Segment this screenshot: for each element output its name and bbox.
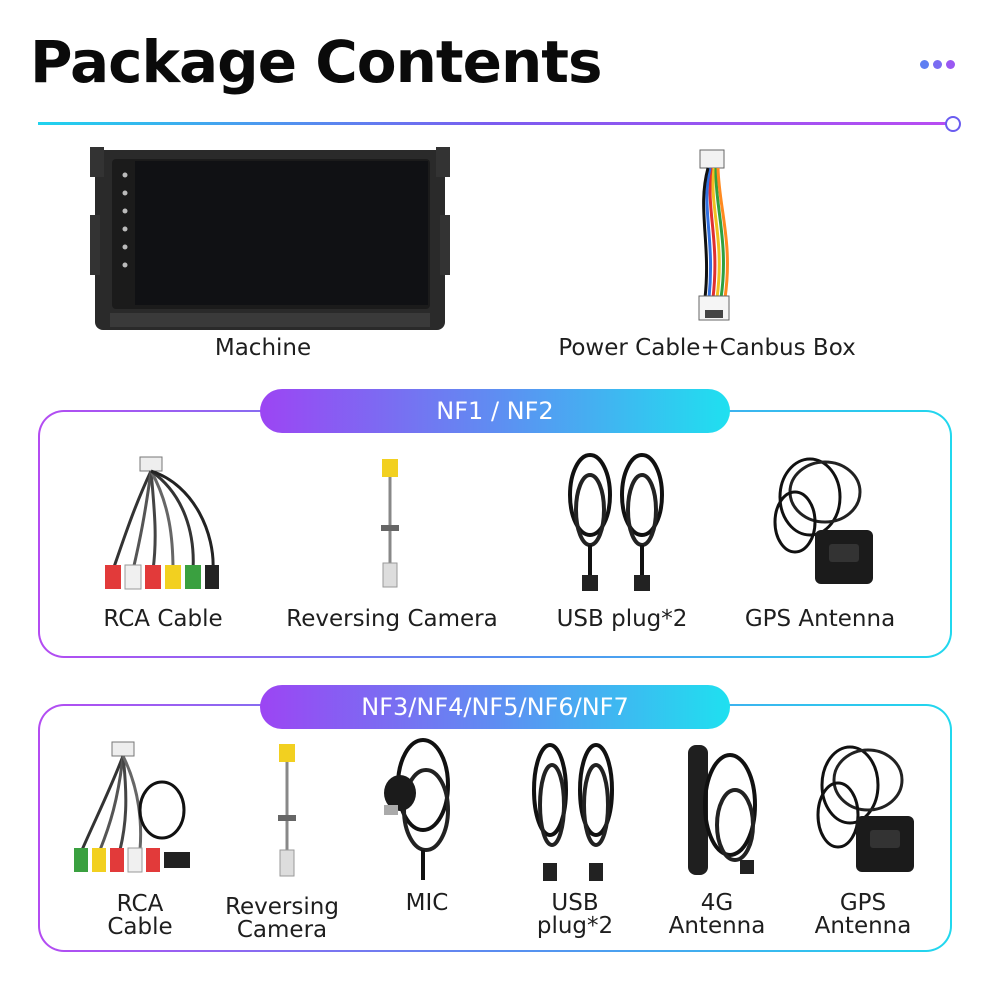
page-title: Package Contents [30,28,603,96]
header-divider [38,122,948,125]
item-label-usb-plug-l2: plug*2 [536,913,614,939]
item-label-power-cable: Power Cable+Canbus Box [558,335,856,361]
4g-antenna-icon [688,745,757,875]
reversing-camera-icon [381,459,399,588]
item-label-4g-antenna-l1: 4G [700,890,734,916]
gps-antenna-icon [816,745,914,872]
section-nf3-nf7 [38,704,952,952]
reversing-camera-icon [278,744,296,877]
item-label-4g-antenna-l2: Antenna [668,913,766,939]
more-dots-icon [920,60,955,69]
item-label-mic: MIC [405,890,449,916]
item-label-reversing-camera-l2: Camera [236,917,328,943]
rca-cable-icon [105,456,219,590]
item-label-usb-plug: USB plug*2 [556,606,688,632]
divider-end-circle-icon [945,116,961,132]
item-label-rca-cable-l1: RCA [116,891,164,917]
item-label-usb-plug-l1: USB [551,890,599,916]
item-label-reversing-camera: Reversing Camera [286,606,498,632]
rca-cable-icon [74,741,190,873]
item-label-rca-cable: RCA Cable [103,606,223,632]
item-label-gps-antenna-l2: Antenna [814,913,912,939]
gps-antenna-icon [773,457,873,584]
item-label-rca-cable-l2: Cable [107,914,173,940]
usb-cable-icon [568,453,664,591]
section-badge-nf3-nf7: NF3/NF4/NF5/NF6/NF7 [260,685,730,729]
microphone-icon [384,738,450,880]
usb-cable-icon [532,743,614,881]
item-label-machine: Machine [214,335,312,361]
item-label-gps-antenna-l1: GPS [839,890,887,916]
car-stereo-head-unit-icon [90,147,450,330]
item-label-gps-antenna: GPS Antenna [744,606,896,632]
item-label-reversing-camera-l1: Reversing [225,894,339,920]
wiring-harness-icon [698,149,730,321]
section-badge-nf1-nf2: NF1 / NF2 [260,389,730,433]
